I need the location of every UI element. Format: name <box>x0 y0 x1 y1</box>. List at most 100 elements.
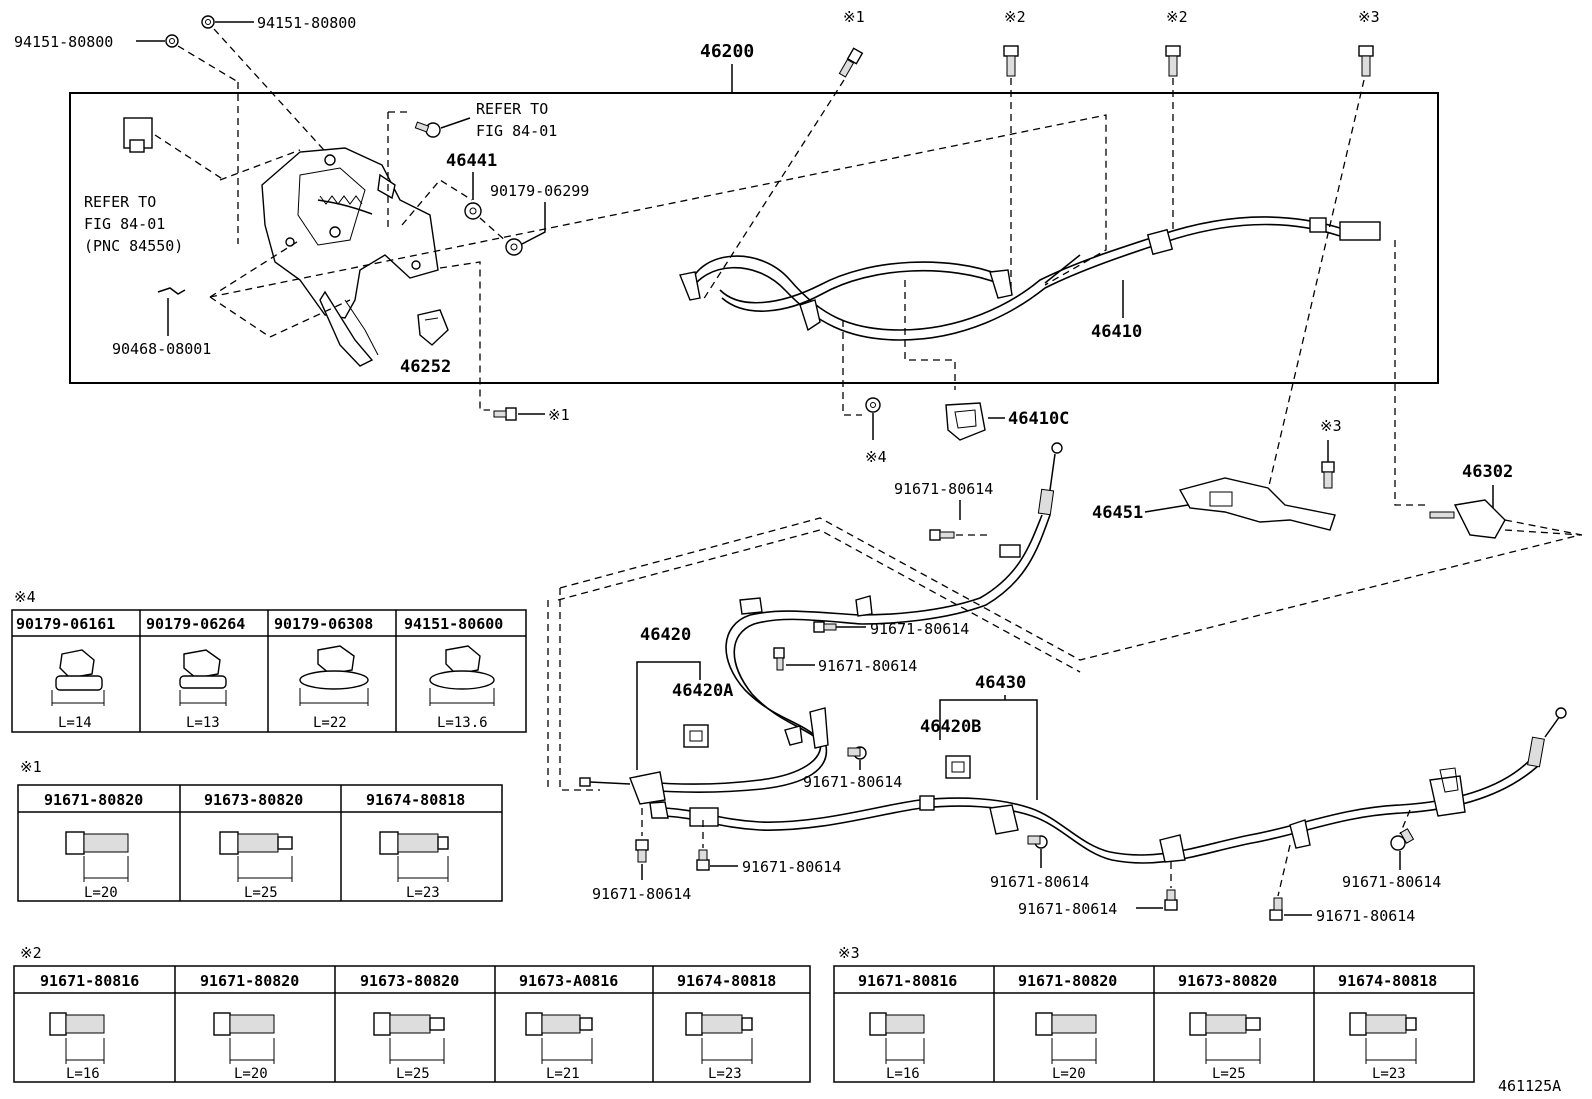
clamp-46410C <box>945 402 1005 441</box>
table-x1-len-2: L=25 <box>244 885 278 901</box>
nut-icon-3 <box>299 645 369 706</box>
clip-90468-08001 <box>157 287 186 336</box>
refer-a-line1: REFER TO <box>84 193 156 211</box>
table-x1-part-1: 91671-80820 <box>44 791 143 809</box>
table-x3-part-1: 91671-80816 <box>858 972 957 990</box>
refer-b-line1: REFER TO <box>476 100 548 118</box>
label-46420: 46420 <box>640 625 691 645</box>
bolt-x3-top <box>1267 45 1374 491</box>
mark-x2-top-b: ※2 <box>1166 8 1188 26</box>
mark-x4-nut: ※4 <box>865 448 887 466</box>
table-x4: ※4 90179-06161 90179-06264 90179-06308 9… <box>11 588 527 733</box>
bolt-91671-mid-right <box>813 621 866 633</box>
label-46430: 46430 <box>975 673 1026 693</box>
bolt-91671-right <box>1390 809 1415 870</box>
nut-94151-80800-right <box>201 15 334 161</box>
nut-46441 <box>464 202 482 220</box>
table-x2-part-4: 91673-A0816 <box>519 972 618 990</box>
bolt-icon-x3-2 <box>1035 1012 1097 1064</box>
label-46420B: 46420B <box>920 717 981 737</box>
bracket-46451 <box>1144 477 1336 531</box>
table-x3-part-2: 91671-80820 <box>1018 972 1117 990</box>
table-x1: ※1 91671-80820 91673-80820 91674-80818 <box>17 758 503 902</box>
table-x2-len-2: L=20 <box>234 1066 268 1082</box>
bolt-91671-right-low <box>1269 844 1312 921</box>
part-46252 <box>417 309 449 346</box>
label-91671-80614-front: 91671-80614 <box>742 858 841 876</box>
label-46410: 46410 <box>1091 322 1142 342</box>
table-x4-part-3: 90179-06308 <box>274 615 373 633</box>
bolt-91671-mid-left <box>773 647 815 671</box>
mark-x3-lower: ※3 <box>1320 417 1342 435</box>
table-x2-len-1: L=16 <box>66 1066 100 1082</box>
table-x4-part-2: 90179-06264 <box>146 615 245 633</box>
cable-46420 <box>579 442 1063 805</box>
table-x2-mark: ※2 <box>20 944 42 962</box>
bolt-icon-x1-2 <box>219 831 293 882</box>
bolt-91671-center-low <box>1136 862 1178 911</box>
cable-46430 <box>649 707 1567 864</box>
table-x1-len-3: L=23 <box>406 885 440 901</box>
bolt-x1-top <box>702 47 864 301</box>
bolt-91671-center <box>1027 835 1048 868</box>
label-91671-80614-right-low: 91671-80614 <box>1316 907 1415 925</box>
bolt-icon-x3-4 <box>1349 1012 1417 1064</box>
bolt-icon-x3-1 <box>869 1012 925 1064</box>
bolt-icon-x2-2 <box>213 1012 275 1064</box>
table-x3-part-4: 91674-80818 <box>1338 972 1437 990</box>
bolt-91671-lower-mid <box>847 746 867 770</box>
table-x1-part-2: 91673-80820 <box>204 791 303 809</box>
label-46252: 46252 <box>400 357 451 377</box>
table-x4-mark: ※4 <box>14 588 36 606</box>
label-91671-80614-center: 91671-80614 <box>990 873 1089 891</box>
rear-cables: 91671-80614 91671-80614 91671-80614 4642… <box>579 442 1567 925</box>
bolt-x2-top-a <box>1003 45 1019 290</box>
label-90468-08001: 90468-08001 <box>112 340 211 358</box>
table-x3-mark: ※3 <box>838 944 860 962</box>
mark-x1-lower: ※1 <box>548 406 570 424</box>
bolt-91671-front-left <box>635 808 649 880</box>
table-x2-len-5: L=23 <box>708 1066 742 1082</box>
table-x3-len-3: L=25 <box>1212 1066 1246 1082</box>
cable-46410 <box>679 216 1381 341</box>
bolt-icon-x3-3 <box>1189 1012 1261 1064</box>
table-x4-part-1: 90179-06161 <box>16 615 115 633</box>
bolt-x3-lower <box>1321 440 1335 489</box>
bolt-refer-fig <box>387 111 471 230</box>
label-91671-80614-lower-mid: 91671-80614 <box>803 773 902 791</box>
bolt-icon-x1-1 <box>65 831 129 882</box>
table-x1-part-3: 91674-80818 <box>366 791 465 809</box>
nut-94151-80800-left <box>136 34 239 244</box>
mark-x1-top: ※1 <box>843 8 865 26</box>
label-91671-80614-front-left: 91671-80614 <box>592 885 691 903</box>
table-x2-part-2: 91671-80820 <box>200 972 299 990</box>
clamp-46420B <box>945 755 971 779</box>
pedal-assembly <box>209 147 439 367</box>
top-callouts: 94151-80800 94151-80800 46200 ※1 ※2 ※2 <box>14 8 1380 491</box>
nut-icon-1 <box>51 649 105 706</box>
mark-x2-top-a: ※2 <box>1004 8 1026 26</box>
bolt-icon-x2-4 <box>525 1012 593 1064</box>
bolt-icon-x2-3 <box>373 1012 445 1064</box>
table-x3-len-4: L=23 <box>1372 1066 1406 1082</box>
label-46420A: 46420A <box>672 681 733 701</box>
table-x4-len-2: L=13 <box>186 715 220 731</box>
label-91671-80614-upper: 91671-80614 <box>894 480 993 498</box>
label-91671-80614-mid-right: 91671-80614 <box>870 620 969 638</box>
label-46441: 46441 <box>446 151 497 171</box>
table-x2-len-3: L=25 <box>396 1066 430 1082</box>
table-x2-len-4: L=21 <box>546 1066 580 1082</box>
label-90179-06299: 90179-06299 <box>490 182 589 200</box>
figure-id: 461125A <box>1498 1077 1561 1095</box>
bolt-icon-x1-3 <box>379 831 449 882</box>
refer-a-line2: FIG 84-01 <box>84 215 165 233</box>
bolt-x2-top-b <box>1165 45 1181 230</box>
nut-icon-4 <box>429 645 495 706</box>
table-x3: ※3 91671-80816 91671-80820 91673-80820 9… <box>833 944 1475 1083</box>
table-x4-part-4: 94151-80600 <box>404 615 503 633</box>
table-x2-part-3: 91673-80820 <box>360 972 459 990</box>
table-x4-len-4: L=13.6 <box>437 715 488 731</box>
bolt-91671-upper <box>929 500 990 541</box>
below-box-parts: ※1 ※4 46410C ※3 46451 46302 <box>493 397 1583 791</box>
